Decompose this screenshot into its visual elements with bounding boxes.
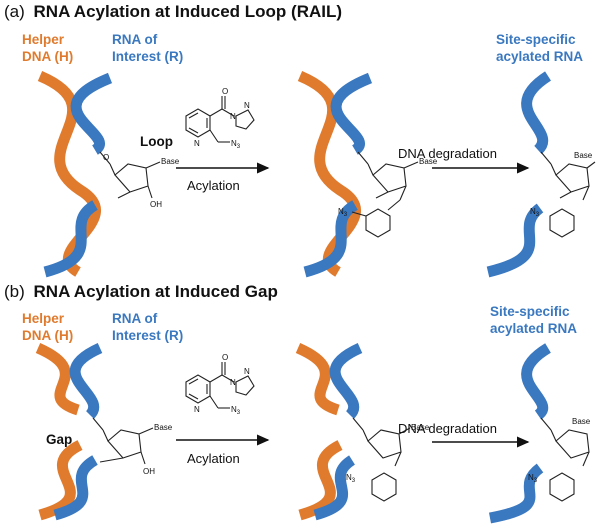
acylated-duplex-b: Base N3 bbox=[295, 342, 430, 521]
site-specific-label-b-line1: Site-specific bbox=[490, 304, 570, 319]
azide-text: N3 bbox=[231, 139, 241, 150]
svg-text:N3: N3 bbox=[346, 473, 356, 484]
acylation-label-a: Acylation bbox=[187, 178, 240, 193]
helper-dna-label-line2: DNA (H) bbox=[22, 49, 73, 64]
acylation-reagent: N N N O N3 bbox=[185, 87, 255, 150]
panel-b-title: (b) RNA Acylation at Induced Gap bbox=[4, 282, 278, 301]
imidazole-n-text: N bbox=[230, 112, 236, 121]
azide-text-stage2: N3 bbox=[338, 207, 348, 218]
svg-text:Base: Base bbox=[411, 423, 430, 432]
dna-degradation-label-b: DNA degradation bbox=[398, 421, 497, 436]
svg-text:N: N bbox=[244, 367, 250, 376]
rna-label-b-line1: RNA of bbox=[112, 311, 158, 326]
o-text: O bbox=[103, 153, 109, 162]
loop-label: Loop bbox=[140, 134, 173, 149]
svg-text:N: N bbox=[194, 405, 200, 414]
helper-dna-strand bbox=[37, 70, 101, 277]
imidazole-n2-text: N bbox=[244, 101, 250, 110]
azide-text-stage3: N3 bbox=[530, 207, 540, 218]
panel-a-title: (a) RNA Acylation at Induced Loop (RAIL) bbox=[4, 2, 342, 21]
rna-strand-upper bbox=[70, 72, 113, 155]
panel-b: (b) RNA Acylation at Induced Gap Helper … bbox=[4, 282, 591, 524]
acylated-rna-product: Base N3 bbox=[486, 71, 596, 278]
acylation-label-b: Acylation bbox=[187, 451, 240, 466]
panel-b-letter: (b) bbox=[4, 282, 25, 301]
gap-label: Gap bbox=[46, 432, 72, 447]
pyridine-n-text: N bbox=[194, 139, 200, 148]
svg-text:N3: N3 bbox=[528, 473, 538, 484]
svg-text:O: O bbox=[222, 353, 228, 362]
oh-text: OH bbox=[150, 200, 162, 209]
svg-text:N3: N3 bbox=[231, 405, 241, 416]
svg-text:OH: OH bbox=[143, 467, 155, 476]
panel-a-title-text: RNA Acylation at Induced Loop (RAIL) bbox=[34, 2, 343, 21]
ribose-sugar: Base OH O bbox=[99, 151, 180, 209]
rna-strand-lower bbox=[43, 200, 99, 278]
duplex-with-gap: Gap Base OH bbox=[35, 342, 173, 521]
svg-text:Base: Base bbox=[572, 417, 591, 426]
svg-text:Base: Base bbox=[574, 151, 593, 160]
acylated-duplex: Base N3 bbox=[297, 70, 438, 278]
carbonyl-o-text: O bbox=[222, 87, 228, 96]
acylated-rna-product-b: Base N3 bbox=[488, 343, 591, 524]
site-specific-label-line2: acylated RNA bbox=[496, 49, 583, 64]
helper-dna-label-line1: Helper bbox=[22, 32, 65, 47]
panel-a-letter: (a) bbox=[4, 2, 25, 21]
helper-dna-label-b-line1: Helper bbox=[22, 311, 65, 326]
site-specific-label-b-line2: acylated RNA bbox=[490, 321, 577, 336]
svg-text:Base: Base bbox=[154, 423, 173, 432]
dna-degradation-label-a: DNA degradation bbox=[398, 146, 497, 161]
svg-text:N: N bbox=[230, 378, 236, 387]
rna-label-b-line2: Interest (R) bbox=[112, 328, 183, 343]
panel-a: (a) RNA Acylation at Induced Loop (RAIL)… bbox=[4, 2, 596, 278]
site-specific-label-line1: Site-specific bbox=[496, 32, 576, 47]
panel-b-title-text: RNA Acylation at Induced Gap bbox=[34, 282, 278, 301]
duplex-with-loop: Loop Base OH O bbox=[37, 70, 180, 278]
acylation-reagent-b: N N N O N3 bbox=[185, 353, 255, 416]
helper-dna-label-b-line2: DNA (H) bbox=[22, 328, 73, 343]
rna-of-interest-label-line1: RNA of bbox=[112, 32, 158, 47]
svg-text:Base: Base bbox=[419, 157, 438, 166]
rna-of-interest-label-line2: Interest (R) bbox=[112, 49, 183, 64]
base-text: Base bbox=[161, 157, 180, 166]
